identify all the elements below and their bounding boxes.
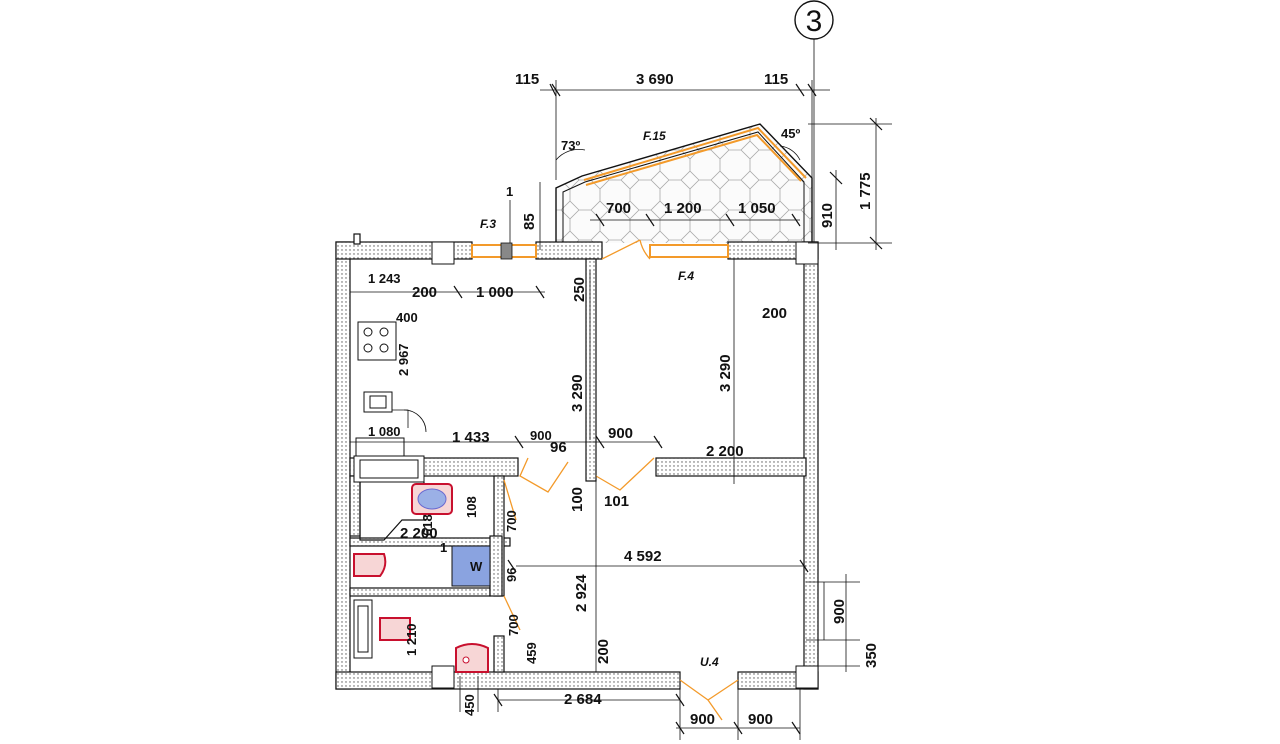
dim-bath-108: 108 — [464, 496, 479, 518]
axis-marker: 3 — [794, 0, 834, 255]
dim-bath-700: 700 — [504, 510, 519, 532]
dim-top-115-right: 115 — [764, 71, 788, 88]
dim-kitchen-1243: 1 243 — [368, 271, 401, 286]
dim-living-4592: 4 592 — [624, 548, 662, 565]
drain-glyph: W — [470, 559, 483, 574]
dim-right-910: 910 — [819, 203, 836, 228]
doors: U.4 — [503, 239, 739, 721]
outer-walls — [335, 233, 819, 690]
dim-bath-618: 618 — [420, 514, 435, 536]
window-f3-label: F.3 — [480, 217, 496, 231]
dimension-lines — [350, 80, 892, 740]
dim-door-900-small: 900 — [530, 428, 552, 443]
dim-kitchen-250: 250 — [571, 277, 588, 302]
dim-kitchen-400: 400 — [396, 310, 418, 325]
dim-living-200: 200 — [595, 639, 612, 664]
dim-door-900: 900 — [608, 425, 633, 442]
dim-wc-96: 96 — [504, 568, 519, 582]
dim-bal-1050: 1 050 — [738, 200, 776, 217]
angle-right-label: 45º — [781, 126, 800, 141]
window-f4-label: F.4 — [678, 269, 694, 283]
dim-kitchen-2967: 2 967 — [396, 343, 411, 376]
dim-wc-1210: 1 210 — [404, 623, 419, 656]
dim-right-1775: 1 775 — [857, 172, 874, 210]
bathroom-fixtures: W 1 — [353, 455, 491, 673]
dim-room-200: 200 — [762, 305, 787, 322]
dim-bath-2200: 2 200 — [400, 525, 438, 542]
bath-index-label: 1 — [440, 540, 447, 555]
dimension-texts: 115 3 690 115 1 775 910 700 1 200 1 050 … — [368, 71, 880, 728]
dim-kitchen-3290: 3 290 — [569, 374, 586, 412]
dim-top-3690: 3 690 — [636, 71, 674, 88]
dim-door-96: 96 — [550, 439, 567, 456]
dim-hall-1080: 1 080 — [368, 424, 401, 439]
windows: F.3 F.4 1 — [471, 184, 729, 283]
kitchen-fixtures — [355, 321, 427, 459]
axis-marker-label: 3 — [806, 5, 823, 38]
dim-bottom-450: 450 — [462, 694, 477, 716]
dim-bal-1200: 1 200 — [664, 200, 702, 217]
dim-bottom-900-left: 900 — [690, 711, 715, 728]
dim-room-3290: 3 290 — [717, 354, 734, 392]
dim-hall-101: 101 — [604, 493, 629, 510]
interior-walls — [349, 258, 807, 673]
dim-bottom-900-right: 900 — [748, 711, 773, 728]
dim-kitchen-200: 200 — [412, 284, 437, 301]
dim-wc-700: 700 — [506, 614, 521, 636]
dim-hall-1433: 1 433 — [452, 429, 490, 446]
dim-kitchen-1000: 1 000 — [476, 284, 514, 301]
dim-f3-85: 85 — [521, 213, 538, 230]
dim-top-115-left: 115 — [515, 71, 539, 88]
entry-door-label: U.4 — [700, 655, 719, 669]
dim-bottom-2684: 2 684 — [564, 691, 602, 708]
dim-hall-2200-right: 2 200 — [706, 443, 744, 460]
balcony: F.15 73º 45º — [555, 123, 813, 243]
dim-right-350: 350 — [863, 643, 880, 668]
dim-living-2924: 2 924 — [573, 574, 590, 612]
dim-wc-459: 459 — [524, 642, 539, 664]
balcony-index-label: 1 — [506, 184, 513, 199]
balcony-window-label: F.15 — [643, 129, 666, 143]
dim-hall-100: 100 — [569, 487, 586, 512]
dim-right-900: 900 — [831, 599, 848, 624]
dim-bal-700: 700 — [606, 200, 631, 217]
